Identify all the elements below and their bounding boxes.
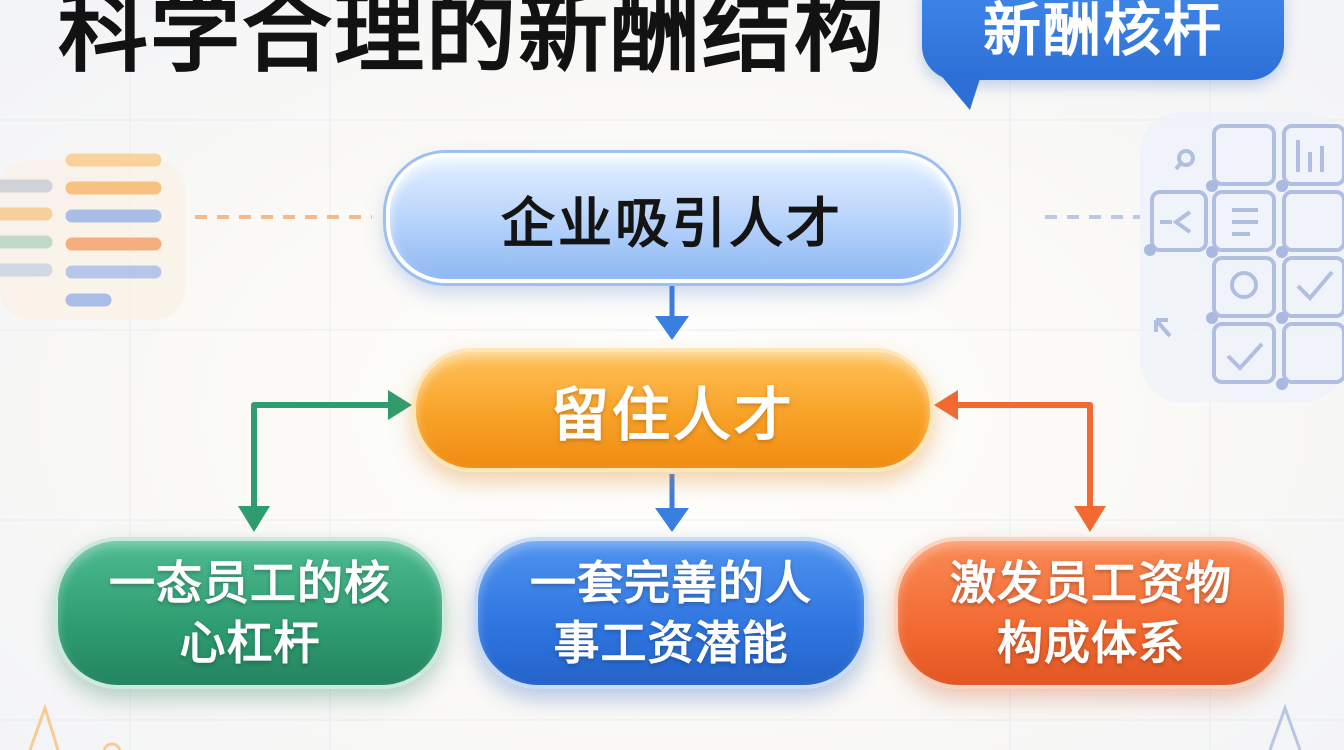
node-core-lever-line2: 心杠杆 xyxy=(179,616,321,670)
node-motivate-staff-line2: 构成体系 xyxy=(997,616,1185,670)
node-attract-talent-label: 企业吸引人才 xyxy=(501,191,843,255)
node-core-lever: 一态员工的核 心杠杆 xyxy=(54,537,446,689)
node-retain-talent-label: 留住人才 xyxy=(550,381,795,449)
node-retain-talent: 留住人才 xyxy=(412,348,934,472)
badge-label: 新酬核杆 xyxy=(982,0,1223,64)
node-core-lever-line1: 一态员工的核 xyxy=(109,556,391,610)
page-title: 科学合理的新酬结构 xyxy=(58,0,886,85)
node-complete-system-line1: 一套完善的人 xyxy=(530,556,812,610)
node-attract-talent: 企业吸引人才 xyxy=(386,153,958,283)
node-complete-system-line2: 事工资潜能 xyxy=(553,616,789,670)
node-motivate-staff-line1: 激发员工资物 xyxy=(950,556,1232,610)
node-complete-system: 一套完善的人 事工资潜能 xyxy=(474,537,868,689)
badge-bubble xyxy=(922,0,1284,80)
node-motivate-staff: 激发员工资物 构成体系 xyxy=(894,537,1288,689)
